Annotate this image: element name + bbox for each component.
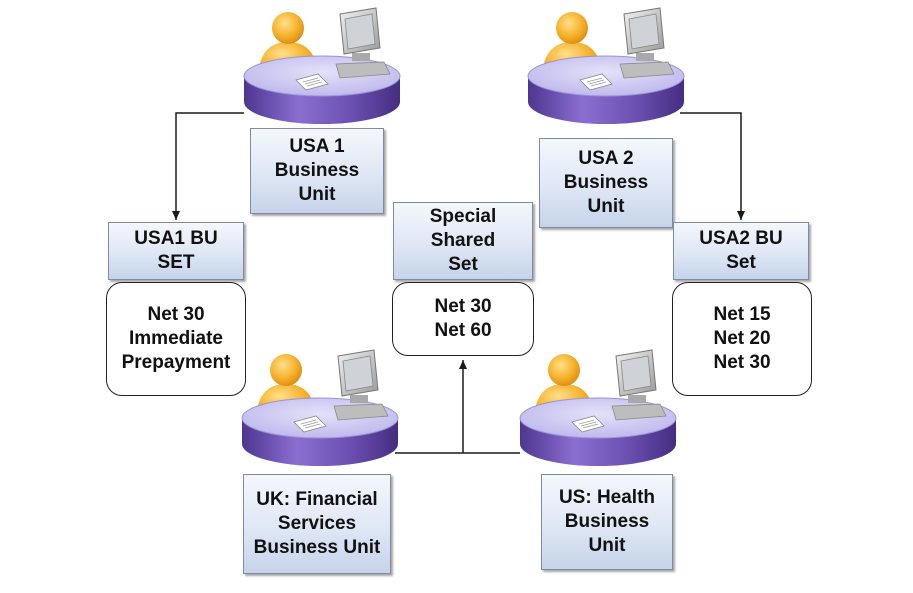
usa2-business-unit-label: USA 2 Business Unit <box>539 138 673 228</box>
usa2-line-2: Business <box>563 172 649 193</box>
usa1-bu-set-label: USA1 BU SET <box>108 222 244 280</box>
usa1-line-3: Unit <box>298 184 336 205</box>
us-health-line-2: Business <box>564 511 650 532</box>
usa2-bu-set-label: USA2 BU Set <box>673 222 809 280</box>
usa1-term: Prepayment <box>121 352 231 373</box>
shared-term: Net 30 <box>434 296 492 317</box>
usa1-set-line-2: SET <box>157 252 195 273</box>
shared-set-payment-terms: Net 30 Net 60 <box>392 282 534 356</box>
uk-line-1: UK: Financial <box>256 489 378 510</box>
connector-usa2-to-set <box>680 112 745 220</box>
shared-set-line-1: Special <box>429 206 497 227</box>
usa1-station <box>240 4 410 124</box>
us-health-line-1: US: Health <box>558 487 656 508</box>
usa2-term: Net 15 <box>713 304 771 325</box>
usa1-set-payment-terms: Net 30 Immediate Prepayment <box>106 282 246 396</box>
uk-station <box>238 346 408 466</box>
shared-term: Net 60 <box>434 320 492 341</box>
connector-usa1-to-set <box>172 112 244 220</box>
usa2-term: Net 20 <box>713 328 771 349</box>
us-health-line-3: Unit <box>588 535 626 556</box>
usa1-set-line-1: USA1 BU <box>134 228 218 249</box>
shared-set-line-3: Set <box>448 254 478 275</box>
usa1-business-unit-label: USA 1 Business Unit <box>250 128 384 214</box>
uk-line-3: Business Unit <box>253 537 381 558</box>
usa1-line-1: USA 1 <box>289 136 345 157</box>
usa1-term: Immediate <box>129 328 223 349</box>
usa1-line-2: Business <box>274 160 360 181</box>
usa2-line-3: Unit <box>587 196 625 217</box>
usa2-set-line-1: USA2 BU <box>699 228 783 249</box>
uk-line-2: Services <box>277 513 357 534</box>
usa2-term: Net 30 <box>713 352 771 373</box>
special-shared-set-label: Special Shared Set <box>393 202 533 280</box>
usa2-set-line-2: Set <box>726 252 756 273</box>
usa1-term: Net 30 <box>147 304 205 325</box>
uk-business-unit-label: UK: Financial Services Business Unit <box>243 474 391 574</box>
usa2-station <box>524 4 694 124</box>
usa2-line-1: USA 2 <box>578 148 634 169</box>
shared-set-line-2: Shared <box>430 230 496 251</box>
usa2-set-payment-terms: Net 15 Net 20 Net 30 <box>672 282 812 396</box>
us-health-station <box>516 346 686 466</box>
us-health-business-unit-label: US: Health Business Unit <box>541 474 673 570</box>
